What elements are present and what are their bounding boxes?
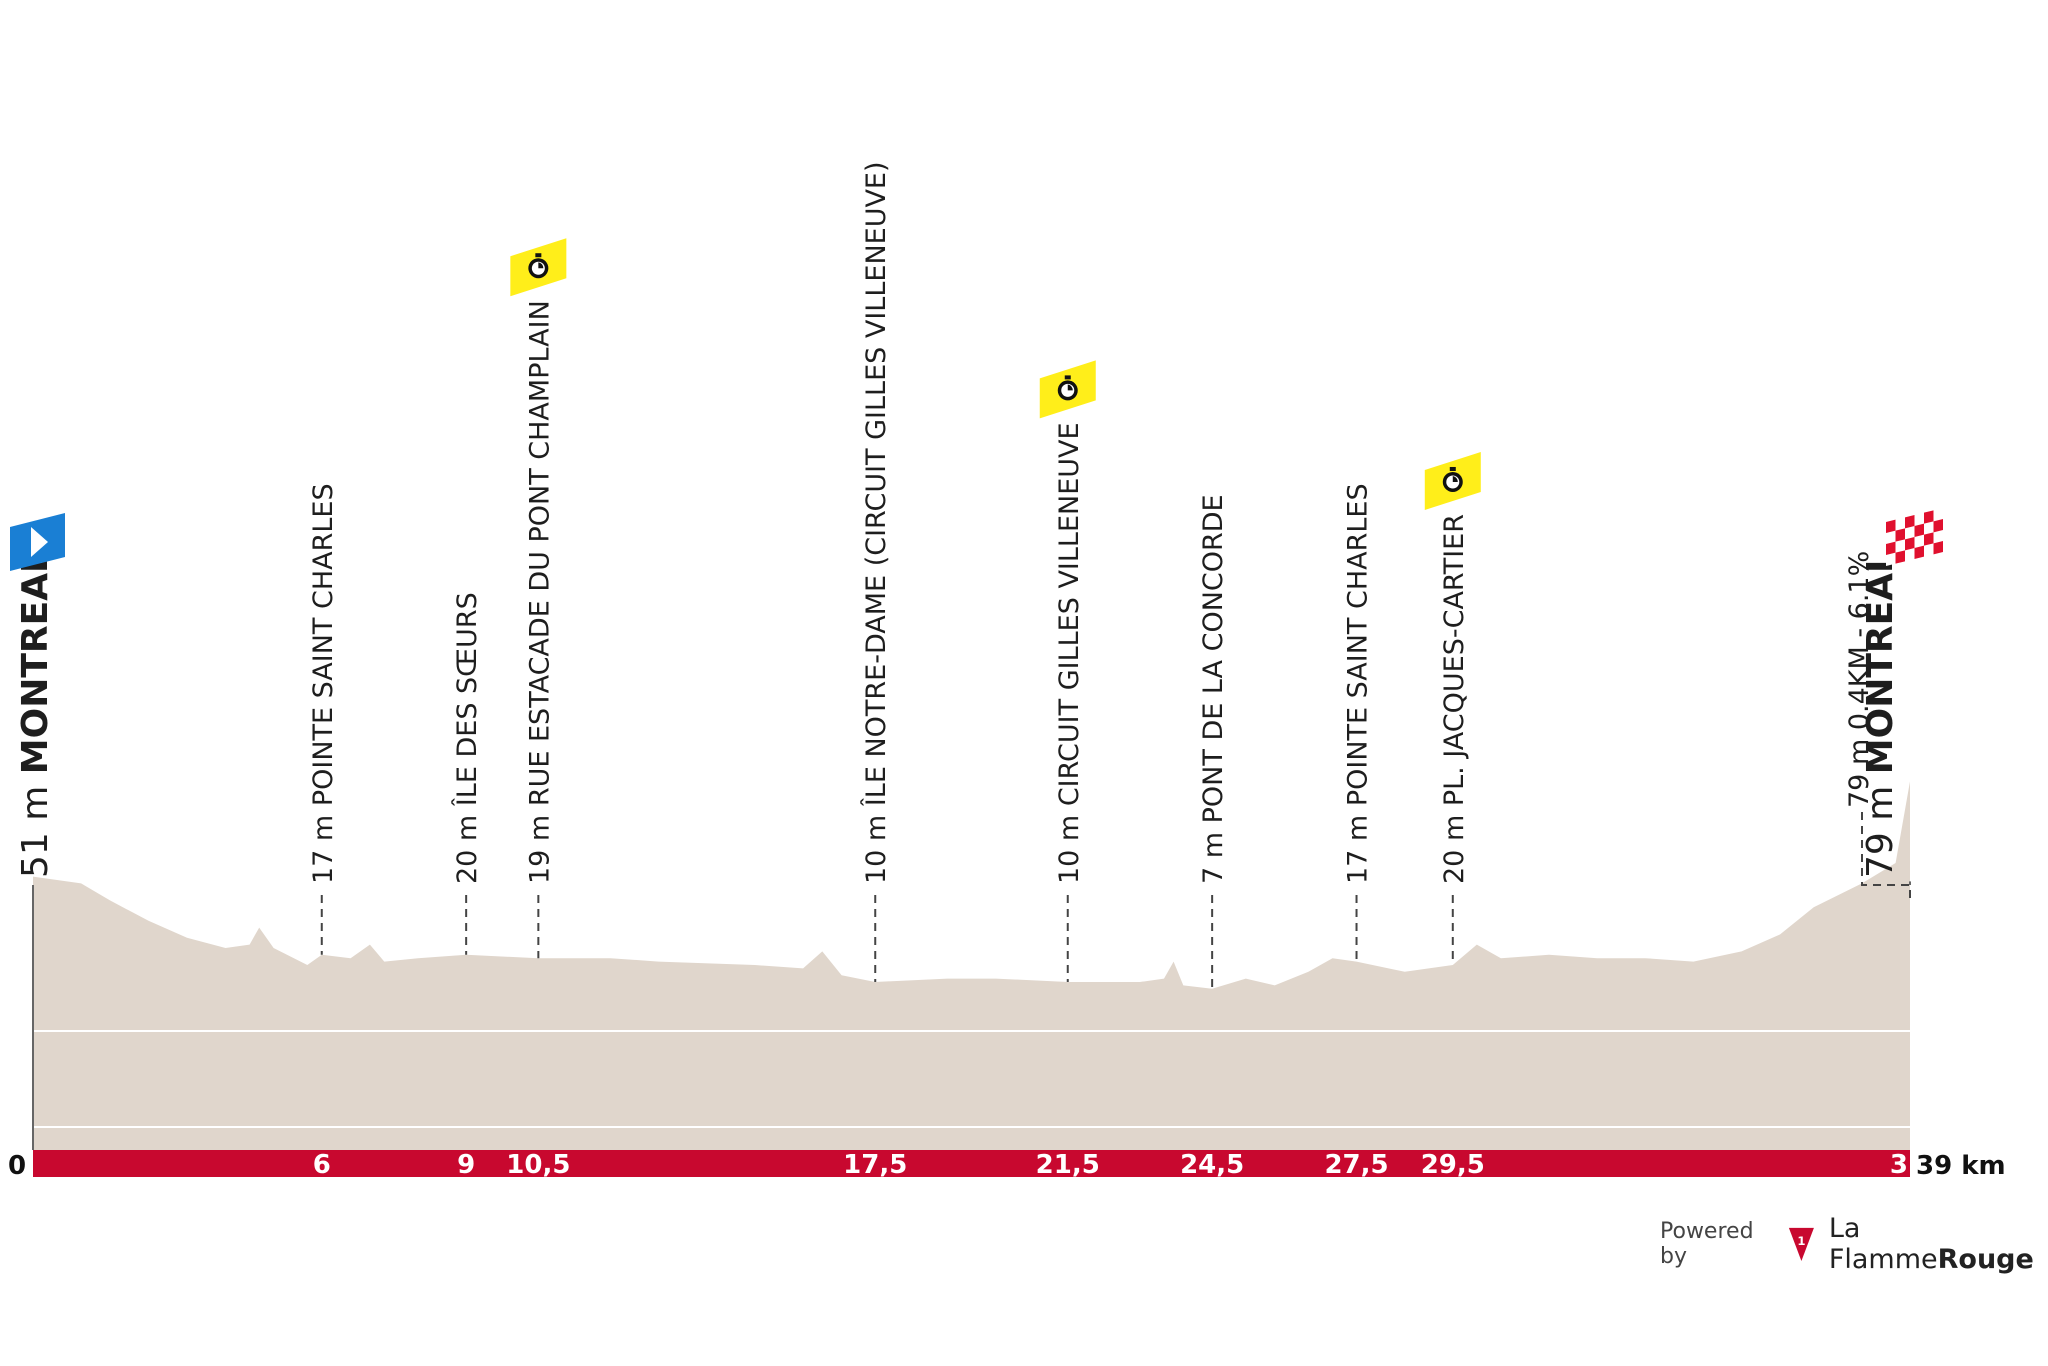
start-flag-icon bbox=[10, 513, 65, 571]
waypoint-name: PL. JACQUES-CARTIER bbox=[1439, 514, 1470, 815]
waypoint-name: PONT DE LA CONCORDE bbox=[1198, 494, 1229, 832]
distance-tick-label: 6 bbox=[313, 1150, 331, 1180]
waypoint-1: 17 m POINTE SAINT CHARLES bbox=[308, 483, 339, 955]
stopwatch-hand bbox=[1452, 475, 1458, 482]
waypoint-name: ÎLE DES SŒURS bbox=[451, 592, 483, 815]
waypoint-label: 19 m RUE ESTACADE DU PONT CHAMPLAIN bbox=[524, 300, 555, 884]
waypoint-name: RUE ESTACADE DU PONT CHAMPLAIN bbox=[524, 300, 555, 815]
waypoint-name: POINTE SAINT CHARLES bbox=[308, 483, 339, 814]
start-city-name: MONTREAL bbox=[15, 550, 56, 774]
waypoint-altitude: 17 m bbox=[308, 815, 339, 884]
elevation-profile-area bbox=[33, 781, 1910, 1150]
waypoint-altitude: 10 m bbox=[861, 815, 892, 884]
waypoint-altitude: 10 m bbox=[1054, 815, 1085, 884]
stopwatch-crown bbox=[1064, 375, 1071, 380]
checker-square bbox=[1905, 537, 1915, 551]
stopwatch-crown bbox=[1449, 466, 1456, 471]
checker-square bbox=[1895, 528, 1905, 542]
stopwatch-crown bbox=[535, 253, 542, 258]
waypoint-label: 10 m ÎLE NOTRE-DAME (CIRCUIT GILLES VILL… bbox=[860, 161, 892, 884]
checker-square bbox=[1933, 519, 1943, 533]
checker-square bbox=[1914, 523, 1924, 537]
sprint-flag bbox=[1039, 360, 1096, 419]
start-label: 51 m MONTREAL bbox=[15, 550, 56, 878]
waypoint-5: 10 m CIRCUIT GILLES VILLENEUVE bbox=[1039, 360, 1096, 982]
distance-tick-label: 27,5 bbox=[1324, 1150, 1388, 1180]
waypoint-altitude: 7 m bbox=[1198, 832, 1229, 884]
waypoint-altitude: 19 m bbox=[524, 815, 555, 884]
distance-tick-label: 9 bbox=[457, 1150, 475, 1180]
stopwatch-icon bbox=[1442, 466, 1463, 492]
waypoint-name: ÎLE NOTRE-DAME (CIRCUIT GILLES VILLENEUV… bbox=[860, 161, 892, 814]
checker-square bbox=[1886, 541, 1896, 555]
waypoint-8: 20 m PL. JACQUES-CARTIER bbox=[1424, 451, 1481, 965]
stopwatch-icon bbox=[1057, 375, 1078, 401]
checker-square bbox=[1924, 532, 1934, 546]
waypoint-altitude: 17 m bbox=[1343, 815, 1374, 884]
waypoint-label: 10 m CIRCUIT GILLES VILLENEUVE bbox=[1054, 422, 1085, 884]
distance-tick-label-finish-partial: 3 bbox=[1890, 1150, 1908, 1180]
distance-bar bbox=[33, 1150, 1910, 1177]
waypoint-altitude: 20 m bbox=[452, 815, 483, 884]
distance-tick-label: 21,5 bbox=[1036, 1150, 1100, 1180]
checker-square bbox=[1933, 541, 1943, 555]
checker-square bbox=[1914, 545, 1924, 559]
waypoint-label: 7 m PONT DE LA CONCORDE bbox=[1198, 494, 1229, 884]
waypoint-4: 10 m ÎLE NOTRE-DAME (CIRCUIT GILLES VILL… bbox=[860, 161, 892, 982]
sprint-flag bbox=[1424, 451, 1481, 510]
waypoint-label: 17 m POINTE SAINT CHARLES bbox=[308, 483, 339, 884]
waypoint-altitude: 20 m bbox=[1439, 815, 1470, 884]
waypoint-7: 17 m POINTE SAINT CHARLES bbox=[1343, 483, 1374, 962]
checker-square bbox=[1905, 515, 1915, 529]
finish-flag-icon bbox=[1886, 508, 1943, 566]
svg-text:1: 1 bbox=[1797, 1234, 1805, 1248]
distance-tick-label: 17,5 bbox=[843, 1150, 907, 1180]
waypoint-3: 19 m RUE ESTACADE DU PONT CHAMPLAIN bbox=[510, 238, 567, 959]
brand-name-part1: La Flamme bbox=[1828, 1213, 1938, 1275]
start-altitude: 51 m bbox=[15, 774, 56, 878]
brand-name-part2: Rouge bbox=[1937, 1244, 2034, 1275]
waypoint-layer: 17 m POINTE SAINT CHARLES 20 m ÎLE DES SŒ… bbox=[308, 161, 1481, 989]
waypoint-name: POINTE SAINT CHARLES bbox=[1343, 483, 1374, 814]
sprint-flag bbox=[510, 238, 567, 297]
distance-tick-label: 10,5 bbox=[506, 1150, 570, 1180]
stopwatch-icon bbox=[528, 253, 549, 279]
distance-end-label: 39 km bbox=[1916, 1151, 2006, 1181]
final-climb-dashed-leader bbox=[1861, 812, 1911, 900]
waypoint-label: 20 m ÎLE DES SŒURS bbox=[451, 592, 483, 884]
waypoint-2: 20 m ÎLE DES SŒURS bbox=[451, 592, 483, 955]
distance-tick-label: 29,5 bbox=[1421, 1150, 1485, 1180]
powered-by-text: Powered by bbox=[1660, 1219, 1754, 1269]
flamme-rouge-logo-icon: 1 bbox=[1788, 1227, 1814, 1261]
waypoint-label: 17 m POINTE SAINT CHARLES bbox=[1343, 483, 1374, 884]
distance-bar-layer: 6 9 10,5 17,5 21,5 24,5 27,5 29,5 3 0 39 km bbox=[8, 1150, 2006, 1181]
stopwatch-hand bbox=[538, 262, 544, 269]
waypoint-6: 7 m PONT DE LA CONCORDE bbox=[1198, 494, 1229, 989]
brand-name: La FlammeRouge bbox=[1829, 1213, 2048, 1275]
profile-area-layer bbox=[32, 781, 1910, 1150]
finish-label: 79 m MONTREAL bbox=[1860, 550, 1901, 878]
powered-by-branding: Powered by 1 La FlammeRouge bbox=[1660, 1213, 2048, 1275]
start-flag-arrow bbox=[31, 527, 48, 557]
stopwatch-hand bbox=[1067, 384, 1073, 391]
final-climb-label: 79 m 0.4KM - 6.1% bbox=[1844, 551, 1875, 808]
distance-tick-label: 24,5 bbox=[1180, 1150, 1244, 1180]
finish-city-name: MONTREAL bbox=[1860, 550, 1901, 774]
waypoint-label: 20 m PL. JACQUES-CARTIER bbox=[1439, 514, 1470, 884]
distance-start-label: 0 bbox=[8, 1151, 26, 1181]
finish-altitude: 79 m bbox=[1860, 774, 1901, 878]
checker-square bbox=[1886, 519, 1896, 533]
checker-square bbox=[1895, 550, 1905, 564]
checker-square bbox=[1924, 510, 1934, 524]
waypoint-name: CIRCUIT GILLES VILLENEUVE bbox=[1054, 422, 1085, 814]
